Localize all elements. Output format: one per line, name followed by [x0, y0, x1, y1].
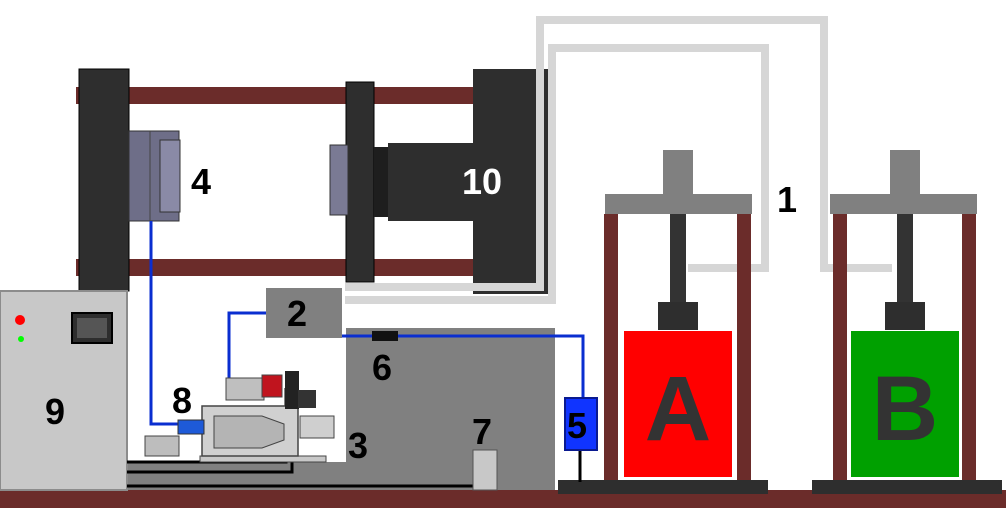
hose-a [345, 44, 769, 304]
platen-adapter [374, 147, 388, 217]
motor-housing [225, 377, 265, 401]
mold-left-plate [159, 139, 181, 213]
tank-a-press-head [663, 150, 693, 196]
lower-tie-bar [76, 259, 476, 276]
dosing-nozzle-tip [299, 415, 335, 439]
sensor-box [472, 449, 498, 491]
label-pump-unit: 5 [567, 405, 587, 446]
tank-b-piston-rod [897, 214, 913, 304]
control-display-screen [77, 318, 107, 338]
label-dosing-unit: 8 [172, 380, 192, 421]
tank-b [851, 331, 959, 477]
label-mixing-head: 2 [287, 293, 307, 334]
tank-a-stand-top [605, 194, 752, 214]
valve-block [285, 371, 299, 409]
tank-b-letter: B [872, 358, 938, 460]
robot-base-rail [199, 455, 327, 463]
fixed-platen [78, 68, 130, 292]
indicator-green [18, 336, 24, 342]
label-sensor: 6 [372, 347, 392, 388]
label-robot-unit: 3 [348, 425, 368, 466]
tank-a [624, 331, 732, 477]
label-sensor-box: 7 [472, 411, 492, 452]
tank-b-base [812, 480, 1002, 494]
tank-a-base [558, 480, 768, 494]
tank-a-stand-left-leg [604, 214, 618, 484]
hydraulic-cylinder [298, 390, 316, 408]
tank-b-stand-left-leg [833, 214, 847, 484]
mixing-head-box [266, 288, 342, 338]
label-control-cabinet: 9 [45, 391, 65, 432]
mold-right-half [329, 144, 349, 216]
dosing-connector [177, 419, 205, 435]
label-hoses: 1 [777, 179, 797, 220]
floor-base [0, 490, 1006, 508]
inline-sensor [372, 331, 398, 341]
signal-line-pump [342, 334, 585, 398]
tank-b-stand-right-leg [962, 214, 976, 484]
tank-a-stand-right-leg [737, 214, 751, 484]
tank-b-press-head [890, 150, 920, 196]
indicator-red [15, 315, 25, 325]
tank-a-letter: A [645, 358, 711, 460]
upper-tie-bar [76, 87, 476, 104]
moving-platen [345, 81, 375, 283]
motor [261, 374, 283, 398]
tank-a-piston [658, 302, 698, 330]
clamping-cylinder [388, 143, 488, 221]
dosing-nozzle-body [213, 415, 285, 449]
tank-b-stand-top [830, 194, 977, 214]
valve-assembly [144, 435, 180, 457]
tank-a-piston-rod [670, 214, 686, 304]
label-mold: 4 [191, 161, 211, 202]
pump-unit [564, 397, 598, 451]
tank-b-piston [885, 302, 925, 330]
label-clamping-unit: 10 [462, 161, 502, 202]
